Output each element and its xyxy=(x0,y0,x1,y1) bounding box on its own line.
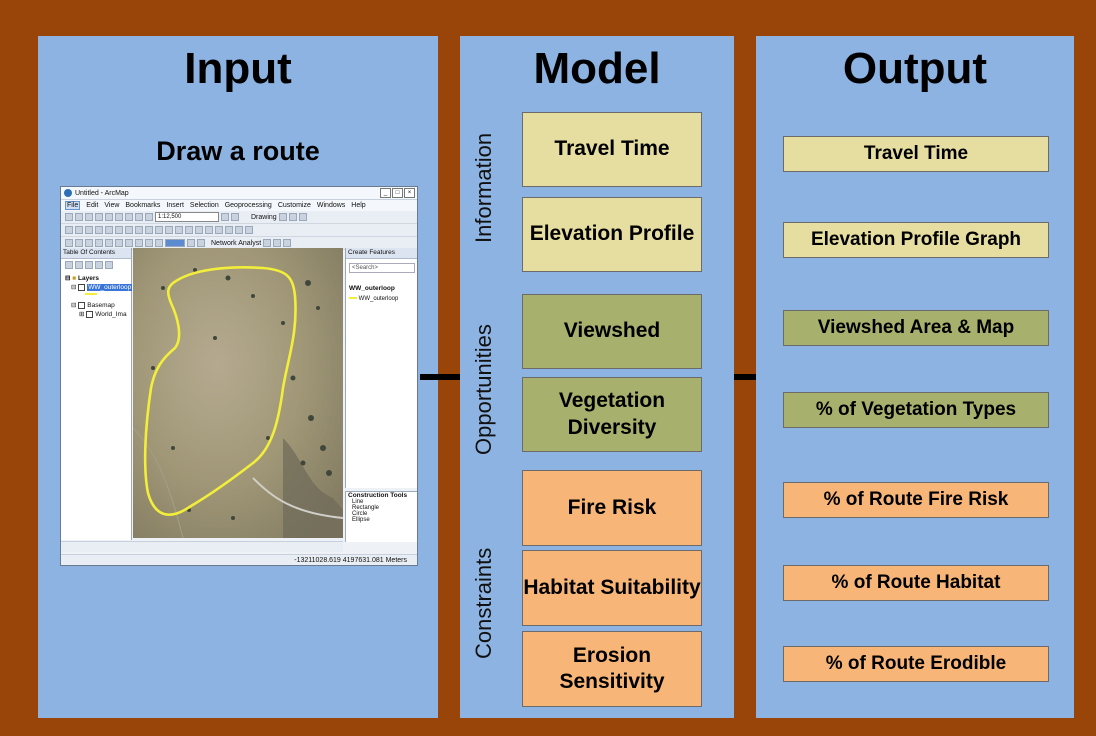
tool-line: Line xyxy=(352,499,364,505)
output-route-habitat: % of Route Habitat xyxy=(783,565,1049,601)
toc-layer-route: ⊟ WW_outerloop xyxy=(71,283,133,291)
network-analyst-label: Network Analyst xyxy=(211,239,262,247)
menu-help: Help xyxy=(351,202,366,209)
output-route-erodible: % of Route Erodible xyxy=(783,646,1049,682)
group-label-opportunities: Opportunities xyxy=(471,324,496,455)
group-label-information: Information xyxy=(471,132,496,243)
map-view xyxy=(133,248,343,538)
table-of-contents: Table Of Contents ⊟ ■ Layers ⊟ WW_outerl… xyxy=(61,248,133,540)
output-viewshed-area-map: Viewshed Area & Map xyxy=(783,310,1049,346)
arcmap-window-title: Untitled - ArcMap xyxy=(75,189,129,197)
scale-field: 1:12,500 xyxy=(155,212,219,222)
arcmap-statusbar: -13211028.619 4197631.081 Meters xyxy=(61,554,417,565)
output-panel: Output Travel Time Elevation Profile Gra… xyxy=(756,36,1074,718)
model-box-habitat-suitability: Habitat Suitability xyxy=(522,550,702,626)
output-elevation-profile-graph: Elevation Profile Graph xyxy=(783,222,1049,258)
menu-windows: Windows xyxy=(316,202,346,209)
menu-geoprocessing: Geoprocessing xyxy=(224,202,272,209)
route-symbol xyxy=(85,293,97,295)
drawing-label: Drawing xyxy=(251,213,277,221)
arcmap-toolbar-1: 1:12,500 Drawing xyxy=(61,211,417,224)
model-box-vegetation-diversity: Vegetation Diversity xyxy=(522,377,702,452)
arcmap-toolbar-2 xyxy=(61,224,417,237)
arcmap-titlebar: Untitled - ArcMap _ □ × xyxy=(61,187,417,200)
output-vegetation-types: % of Vegetation Types xyxy=(783,392,1049,428)
input-title: Input xyxy=(184,44,292,93)
construction-tools-pane: Construction Tools Line Rectangle Circle… xyxy=(345,491,417,542)
arcmap-logo-icon xyxy=(64,189,72,197)
group-label-constraints: Constraints xyxy=(471,547,496,659)
minimize-icon: _ xyxy=(380,188,391,198)
menu-view: View xyxy=(104,202,120,209)
model-box-viewshed: Viewshed xyxy=(522,294,702,369)
output-title: Output xyxy=(842,44,988,93)
menu-customize: Customize xyxy=(277,202,311,209)
model-box-erosion-sensitivity: Erosion Sensitivity xyxy=(522,631,702,707)
tool-ellipse: Ellipse xyxy=(352,517,370,523)
menu-selection: Selection xyxy=(189,202,219,209)
toc-layers: ⊟ ■ Layers xyxy=(65,275,99,282)
output-travel-time: Travel Time xyxy=(783,136,1049,172)
model-box-travel-time: Travel Time xyxy=(522,112,702,187)
model-panel: Model Information Opportunities Constrai… xyxy=(460,36,734,718)
tool-circle: Circle xyxy=(352,511,368,517)
close-icon: × xyxy=(404,188,415,198)
arcmap-screenshot: Untitled - ArcMap _ □ × File Edit View B… xyxy=(60,186,418,566)
model-box-fire-risk: Fire Risk xyxy=(522,470,702,546)
model-box-elevation-profile: Elevation Profile xyxy=(522,197,702,272)
menu-bookmarks: Bookmarks xyxy=(125,202,161,209)
create-features-pane: Create Features <Search> WW_outerloop WW… xyxy=(345,248,417,488)
output-route-fire-risk: % of Route Fire Risk xyxy=(783,482,1049,518)
construction-tools-title: Construction Tools xyxy=(348,492,408,499)
model-title: Model xyxy=(533,44,661,93)
arcmap-toolbar-3: Network Analyst xyxy=(61,237,417,250)
maximize-icon: □ xyxy=(392,188,403,198)
route-line xyxy=(143,266,297,516)
tool-rectangle: Rectangle xyxy=(352,505,380,511)
input-subtitle: Draw a route xyxy=(156,136,320,166)
template-group: WW_outerloop xyxy=(349,285,395,292)
horizontal-scrollbar xyxy=(61,541,343,552)
input-panel: Input Draw a route Untitled - ArcMap _ □… xyxy=(38,36,438,718)
menu-file: File xyxy=(65,201,81,210)
toc-world-imagery: ⊞ World_Ima xyxy=(79,310,127,318)
create-features-header: Create Features xyxy=(346,248,417,259)
menu-edit: Edit xyxy=(86,202,99,209)
menu-insert: Insert xyxy=(166,202,184,209)
create-features-search: <Search> xyxy=(349,263,415,273)
template-item: WW_outerloop xyxy=(349,296,415,302)
arcmap-menubar: File Edit View Bookmarks Insert Selectio… xyxy=(61,200,417,211)
toc-header: Table Of Contents xyxy=(61,248,131,259)
toc-basemap: ⊟ Basemap xyxy=(71,301,115,309)
